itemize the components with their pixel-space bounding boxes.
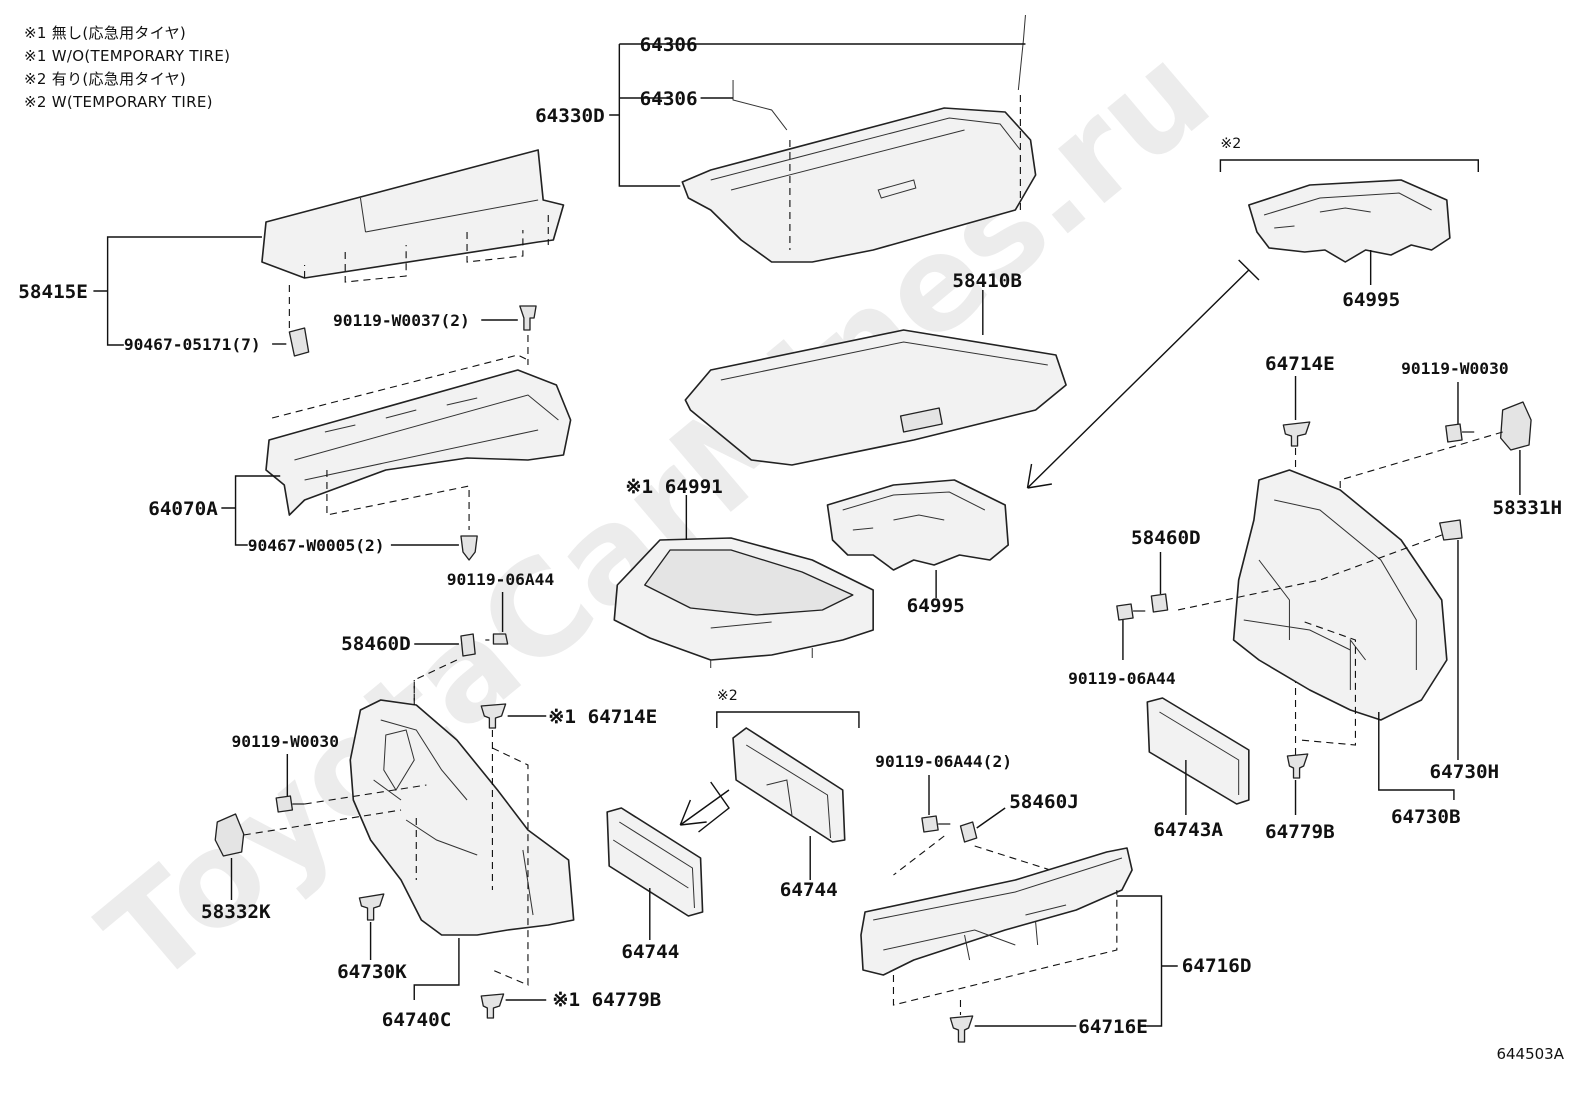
note-marker: ※2 <box>1220 136 1241 152</box>
move-arrow-small <box>679 781 730 833</box>
nut-58460D-left <box>460 633 476 657</box>
part-number-label: 64306 <box>640 33 698 56</box>
cover-64744-upper <box>732 727 846 843</box>
leader-64740C <box>413 938 460 1000</box>
cover-64744-lower <box>606 807 704 917</box>
part-number-label: 64714E <box>1265 352 1335 375</box>
trim-rail-64070A <box>265 354 572 530</box>
part-number-label: 58331H <box>1493 496 1563 519</box>
nut-58460D-right <box>1150 593 1169 613</box>
tonneau-cover-64330D <box>681 14 1037 263</box>
clip-64714E-right <box>1282 421 1311 447</box>
part-number-label: 90467-05171(7) <box>124 335 261 354</box>
leader-64070A <box>221 475 281 546</box>
part-number-label: 90119-06A44 <box>1068 669 1175 688</box>
part-number-label: 64995 <box>907 594 965 617</box>
nut-58460J <box>959 821 978 843</box>
part-number-label: 64716E <box>1078 1015 1148 1038</box>
bolt-90119-W0030-right <box>1445 423 1475 443</box>
legend-line: ※1 無し(応急用タイヤ) <box>24 24 187 42</box>
legend: ※1 無し(応急用タイヤ) ※1 W/O(TEMPORARY TIRE) ※2 … <box>24 22 230 114</box>
leader-64716D <box>1116 895 1178 1027</box>
part-number-label: 64779B <box>1265 820 1335 843</box>
bolt-90119-W0037 <box>519 305 537 331</box>
part-number-label: 64070A <box>148 497 218 520</box>
bracket-58331H <box>1499 401 1532 451</box>
legend-line: ※2 W(TEMPORARY TIRE) <box>24 93 213 111</box>
part-number-label: 58460D <box>341 632 411 655</box>
bolt-90119-06A44-2 <box>921 815 951 833</box>
part-number-label: 64740C <box>382 1008 452 1031</box>
figure-id: 644503A <box>1496 1045 1564 1063</box>
storage-tray-64991 <box>613 537 874 668</box>
sill-trim-64716D <box>860 847 1133 1015</box>
trim-panel-58415E <box>261 149 565 357</box>
legend-line: ※1 W/O(TEMPORARY TIRE) <box>24 47 231 65</box>
part-number-label: 90119-06A44(2) <box>875 752 1012 771</box>
quarter-trim-64740C <box>349 680 575 936</box>
part-number-label: ※1 64779B <box>552 988 661 1011</box>
part-number-label: ※1 64991 <box>625 475 722 498</box>
part-number-label: 90119-W0030 <box>231 732 338 751</box>
clip-64730K <box>358 893 385 921</box>
part-number-label: 64995 <box>1342 288 1400 311</box>
part-number-label: 64730H <box>1430 760 1500 783</box>
bracket-note2-top <box>1219 159 1479 172</box>
leader-64730B <box>1378 712 1455 800</box>
bolt-90119-06A44-right <box>1116 603 1146 621</box>
bolt-90119-W0030-left <box>275 795 305 813</box>
bolt-90119-06A44-left <box>485 633 509 645</box>
part-number-label: 90119-W0030 <box>1401 359 1508 378</box>
cover-64743A <box>1146 697 1250 805</box>
part-number-label: 64330D <box>535 104 605 127</box>
tire-tool-tray-64995-center <box>826 479 1010 571</box>
part-number-label: 58332K <box>201 900 271 923</box>
clip-64716E <box>949 1015 974 1043</box>
part-number-label: 58410B <box>952 269 1022 292</box>
part-number-label: 64306 <box>640 87 698 110</box>
leader-58460J <box>976 807 1006 829</box>
part-number-label: 64730B <box>1391 805 1461 828</box>
bracket-58332K <box>214 813 245 857</box>
part-number-label: 90467-W0005(2) <box>248 536 385 555</box>
part-number-label: 64743A <box>1153 818 1223 841</box>
part-number-label: 64744 <box>621 940 679 963</box>
part-number-label: 58460D <box>1131 526 1201 549</box>
part-number-label: 64744 <box>780 878 838 901</box>
clip-64730H <box>1439 519 1463 541</box>
legend-line: ※2 有り(応急用タイヤ) <box>24 70 187 88</box>
tire-tool-tray-64995-right <box>1248 179 1451 263</box>
part-number-label: 90119-06A44 <box>447 570 554 589</box>
note-marker: ※2 <box>717 688 738 704</box>
part-number-label: 58415E <box>18 280 88 303</box>
clip-64714E-left <box>480 703 507 729</box>
part-number-label: 90119-W0037(2) <box>333 311 470 330</box>
clip-64779B-right <box>1286 753 1309 779</box>
leader-64330D <box>609 43 1026 187</box>
floor-mat-58410B <box>684 329 1067 466</box>
quarter-trim-64730B <box>1232 469 1448 746</box>
part-number-label: ※1 64714E <box>548 705 657 728</box>
clip-90467-W0005 <box>460 535 478 561</box>
part-number-label: 64716D <box>1182 954 1252 977</box>
move-arrow-large <box>1026 259 1260 489</box>
leader-58415E <box>93 236 262 346</box>
bracket-note2-mid <box>716 711 860 728</box>
part-number-label: 58460J <box>1009 790 1079 813</box>
clip-64779B-left <box>480 993 505 1019</box>
part-number-label: 64730K <box>337 960 407 983</box>
